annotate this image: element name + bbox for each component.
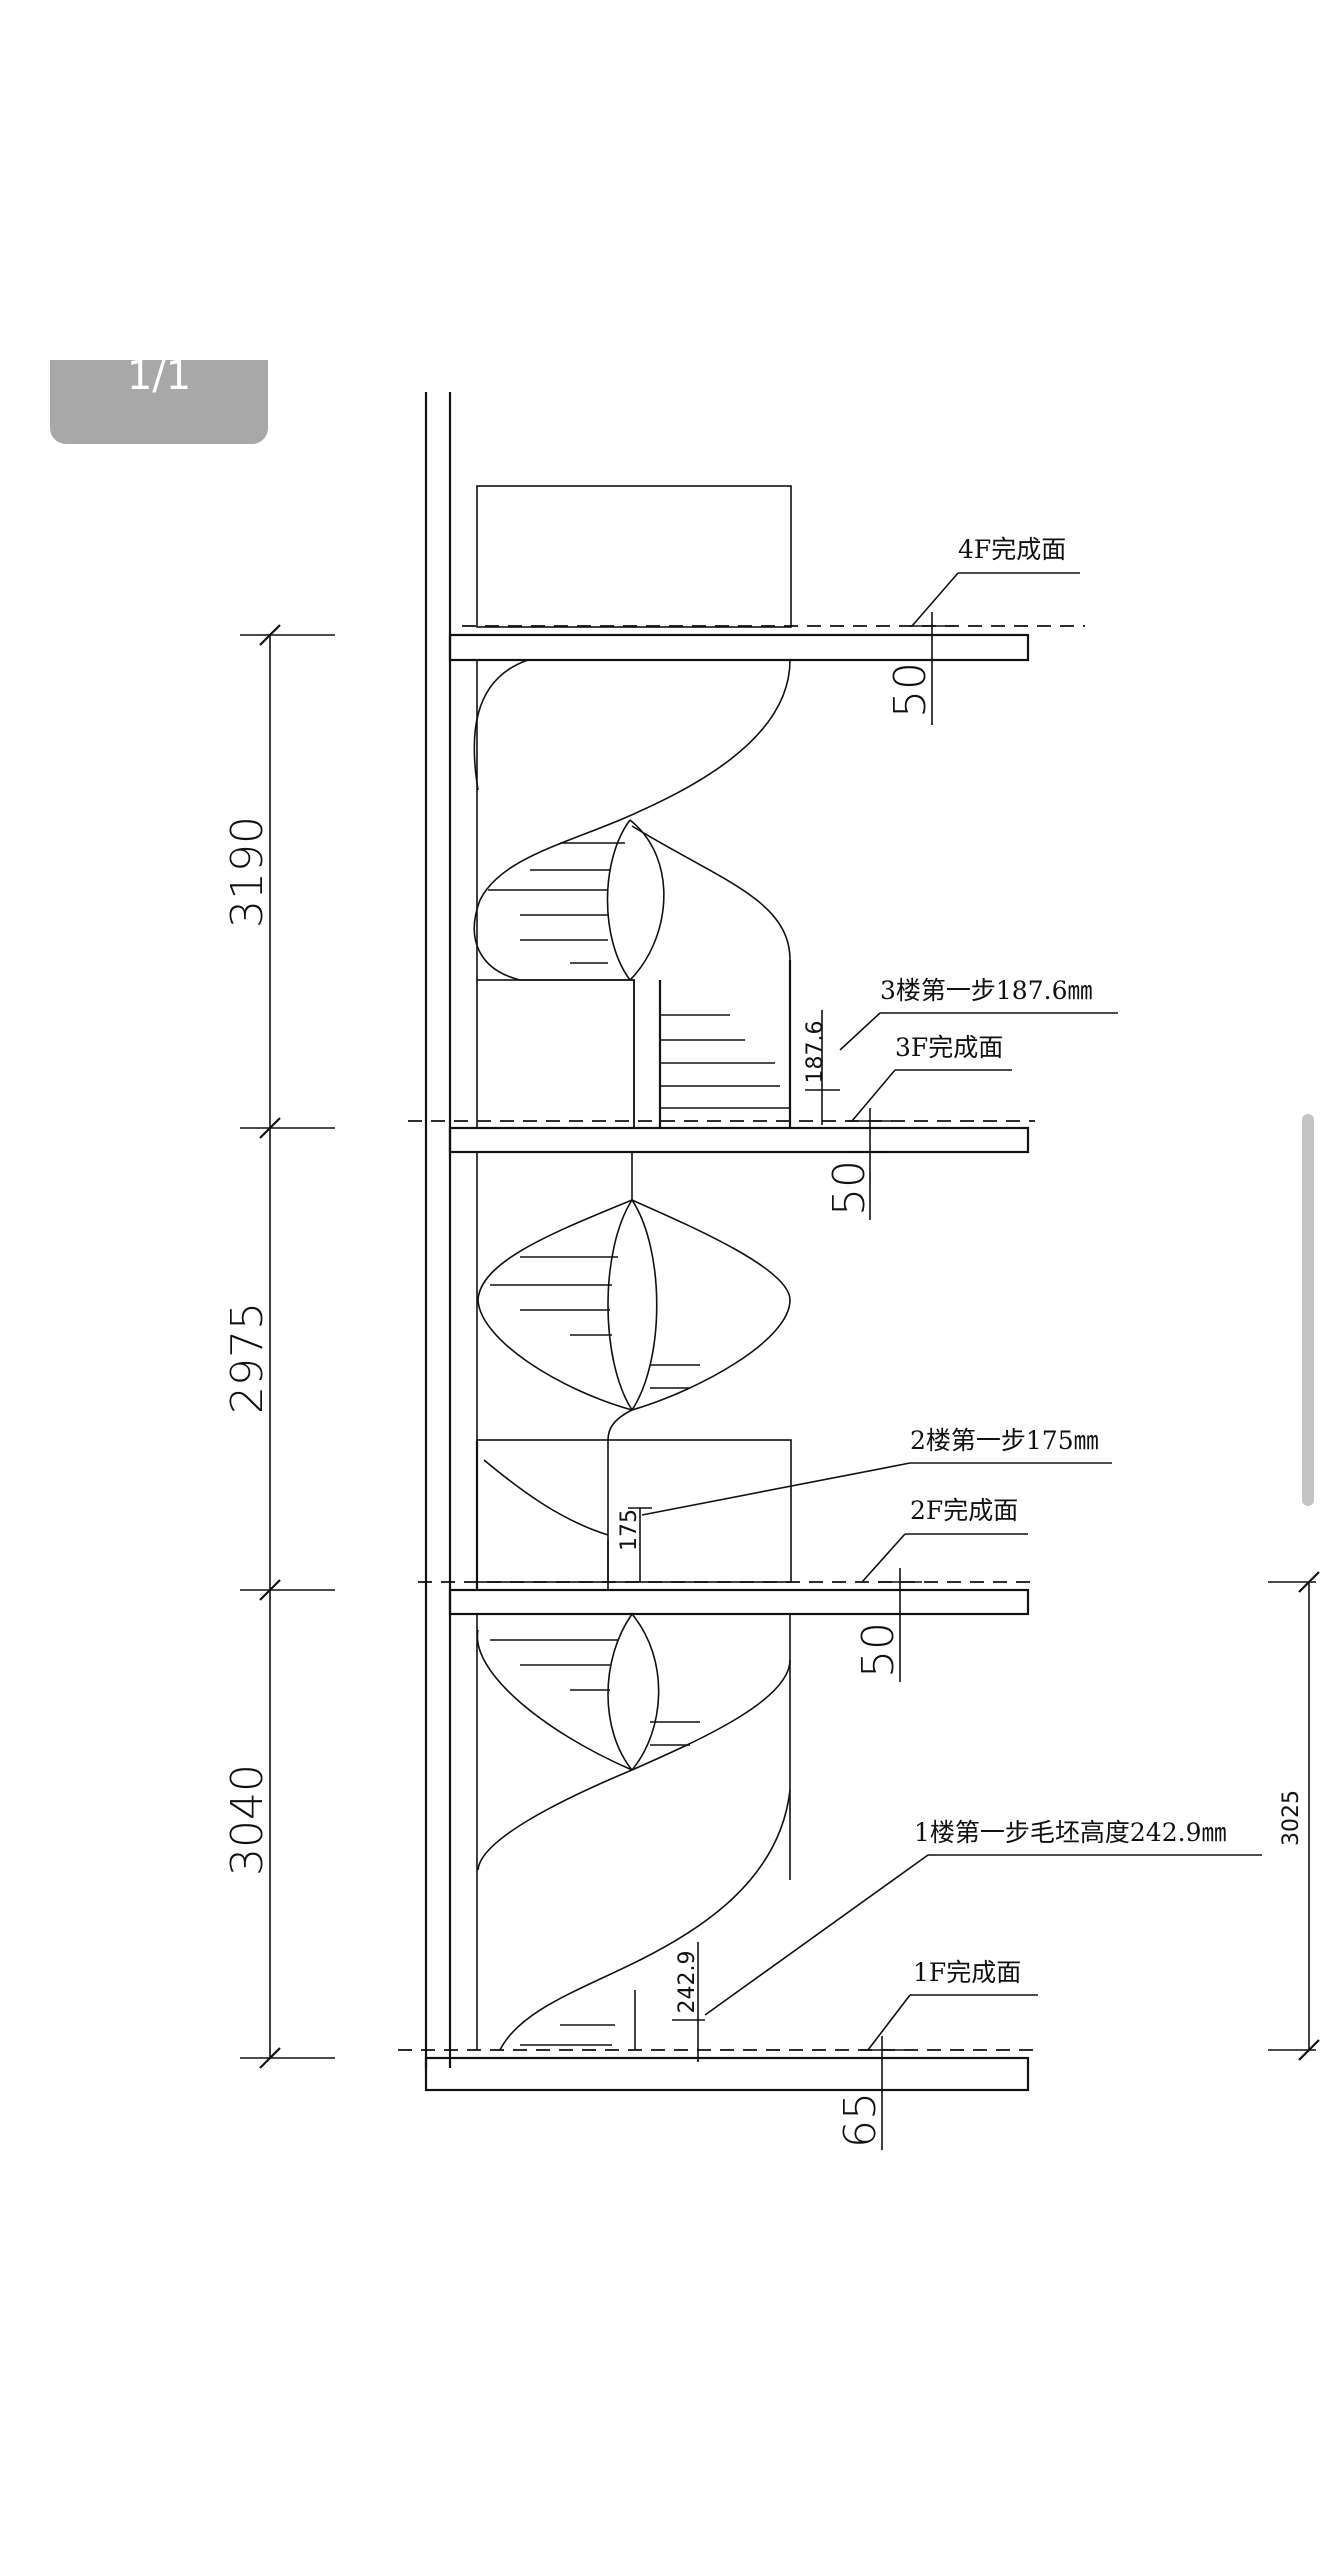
note-finish-2f: 2F完成面 — [910, 1496, 1018, 1525]
note-step-1f: 1楼第一步毛坯高度242.9㎜ — [914, 1818, 1226, 1847]
slab-dimension-3f — [848, 1108, 892, 1220]
stair-flight-1f — [476, 1613, 791, 2051]
step-dimension-1f — [672, 1942, 705, 2062]
slab-dimension-4f-label: 50 — [885, 662, 936, 718]
slab-dimension-2f-label: 50 — [853, 1622, 904, 1678]
note-finish-1f: 1F完成面 — [913, 1958, 1021, 1987]
dimension-3025: 3025 — [1279, 1790, 1304, 1846]
note-finish-3f: 3F完成面 — [895, 1033, 1003, 1062]
page-indicator: 1/1 — [50, 360, 268, 444]
slab-dimension-4f — [910, 612, 955, 725]
step-dimension-2f — [628, 1507, 652, 1582]
leader-lines — [641, 572, 1262, 2051]
note-step-3f: 3楼第一步187.6㎜ — [880, 976, 1092, 1005]
dimension-3040: 3040 — [222, 1764, 273, 1876]
floor-slabs — [424, 633, 1030, 2092]
stair-flight-2f — [475, 1152, 792, 1590]
slab-dimension-3f-label: 50 — [824, 1160, 875, 1216]
dimension-chain-left — [240, 624, 335, 2069]
note-step-2f: 2楼第一步175㎜ — [910, 1426, 1099, 1455]
dimension-3190: 3190 — [222, 816, 273, 928]
slab-dimension-1f — [860, 2036, 904, 2150]
dimension-clear-height — [1268, 1571, 1320, 2061]
slab-dimension-2f — [878, 1568, 922, 1682]
note-finish-4f: 4F完成面 — [958, 535, 1066, 564]
stair-flight-3f — [473, 659, 792, 1129]
slab-dimension-1f-label: 65 — [835, 2092, 886, 2148]
step-dimension-1f-label: 242.9 — [675, 1951, 700, 2014]
wall — [424, 392, 452, 2068]
step-dimension-3f-label: 187.6 — [803, 1021, 828, 1084]
step-dimension-3f — [805, 1010, 840, 1125]
scrollbar[interactable] — [1302, 1114, 1314, 1506]
landing-4f — [476, 485, 792, 628]
dimension-2975: 2975 — [222, 1302, 273, 1414]
step-dimension-2f-label: 175 — [617, 1509, 642, 1551]
